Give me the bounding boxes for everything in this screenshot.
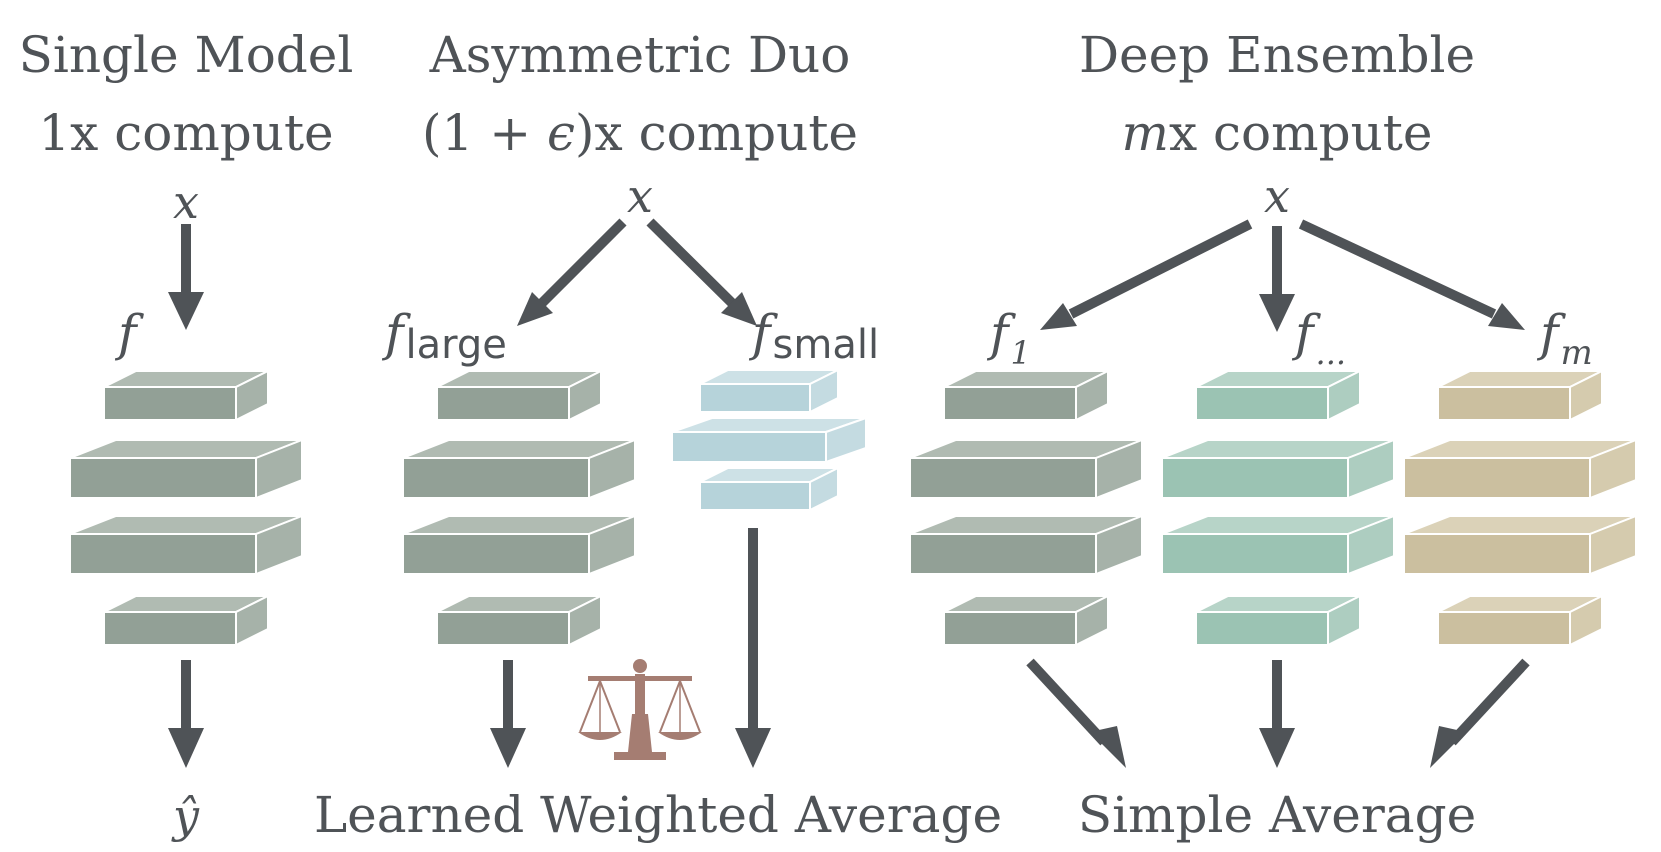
ens1-layer-2 [909, 438, 1143, 500]
ens3-layer-4 [1437, 594, 1603, 647]
ensemble-output-arrow-1 [1026, 658, 1108, 746]
single-model-header: Single Model 1x compute [19, 26, 354, 162]
large-layer-4 [436, 594, 602, 647]
ensemble-output-arrowhead-3 [1430, 726, 1466, 768]
ensemble-input-x: x [1264, 169, 1290, 223]
ens2-layer-4 [1195, 594, 1361, 647]
single-model-title: Single Model [19, 26, 354, 84]
ens3-layer-2 [1403, 438, 1637, 500]
ensemble-arrow-1 [1068, 219, 1253, 319]
single-compute-factor: 1 [38, 104, 70, 162]
single-input-x: x [173, 175, 199, 229]
large-model-stack [402, 369, 636, 647]
ensemble-model-1-label: f1 [986, 304, 1031, 372]
asymmetric-duo-header: Asymmetric Duo (1 + ϵ)x compute [422, 26, 858, 162]
single-layer-2 [69, 438, 303, 500]
balance-scale-icon [578, 659, 702, 760]
ensemble-arrow-3 [1298, 219, 1497, 319]
duo-compute-epsilon: ϵ [547, 104, 575, 162]
single-input-arrowhead [168, 292, 204, 330]
ensemble-model-1-sub: 1 [1011, 334, 1031, 372]
small-layer-3 [699, 466, 839, 512]
ensemble-compute-suffix: x compute [1169, 104, 1433, 162]
ens2-layer-1 [1195, 369, 1361, 422]
single-layer-4 [103, 594, 269, 647]
ensemble-model-dots-stack [1161, 369, 1395, 647]
ensemble-arrowhead-2 [1259, 294, 1295, 332]
single-layer-1 [103, 369, 269, 422]
asymmetric-duo-compute: (1 + ϵ)x compute [422, 104, 858, 162]
small-output-arrowhead [735, 728, 771, 768]
ensemble-model-m-label: fm [1536, 304, 1593, 373]
ensemble-model-dots-label: f... [1291, 304, 1346, 372]
single-output-arrowhead [168, 728, 204, 768]
ens1-layer-1 [943, 369, 1109, 422]
small-model-stack [671, 368, 867, 512]
output-arrowheads [168, 726, 1466, 768]
ensemble-compute-factor: m [1122, 104, 1169, 162]
single-model-stack [69, 369, 303, 647]
large-layer-3 [402, 514, 636, 576]
large-model-sub: large [406, 322, 507, 368]
ensemble-output-arrowhead-2 [1259, 728, 1295, 768]
ensemble-output-arrow-3 [1448, 658, 1530, 746]
duo-large-arrow [536, 218, 627, 309]
single-model-compute: 1x compute [38, 104, 333, 162]
ensemble-model-1-stack [909, 369, 1143, 647]
duo-small-arrowhead [721, 292, 757, 326]
large-output-arrowhead [490, 728, 526, 768]
deep-ensemble-header: Deep Ensemble mx compute [1079, 26, 1475, 162]
ensemble-model-m-stack [1403, 369, 1637, 647]
ens3-layer-3 [1403, 514, 1637, 576]
large-model-label: flarge [381, 304, 507, 368]
ens2-layer-3 [1161, 514, 1395, 576]
small-model-sub: small [773, 322, 880, 368]
deep-ensemble-title: Deep Ensemble [1079, 26, 1475, 84]
ensemble-model-dots-sub: ... [1316, 334, 1347, 372]
ensemble-arrowhead-3 [1488, 303, 1525, 330]
ensemble-output-arrowhead-1 [1090, 726, 1126, 768]
duo-compute-prefix: (1 + [422, 104, 547, 162]
ensemble-arrowhead-1 [1040, 303, 1077, 330]
input-arrowheads [168, 292, 1525, 332]
large-layer-2 [402, 438, 636, 500]
ens2-layer-2 [1161, 438, 1395, 500]
small-layer-1 [699, 368, 839, 414]
duo-input-x: x [627, 169, 653, 223]
learned-weighted-average-label: Learned Weighted Average [314, 786, 1002, 844]
duo-small-arrow [646, 218, 738, 309]
deep-ensemble-compute: mx compute [1122, 104, 1433, 162]
duo-large-arrowhead [517, 292, 553, 326]
input-arrows [181, 218, 1497, 319]
small-model-label: fsmall [748, 304, 879, 368]
ensemble-model-m-sub: m [1561, 333, 1593, 373]
large-layer-1 [436, 369, 602, 422]
asymmetric-duo-title: Asymmetric Duo [429, 26, 851, 84]
single-compute-suffix: x compute [70, 104, 334, 162]
duo-compute-suffix: )x compute [575, 104, 858, 162]
ens3-layer-1 [1437, 369, 1603, 422]
small-layer-2 [671, 416, 867, 464]
single-model-label: f [114, 304, 144, 362]
output-arrows [181, 528, 1530, 746]
single-output-yhat: ŷ [171, 789, 200, 843]
single-layer-3 [69, 514, 303, 576]
simple-average-label: Simple Average [1078, 786, 1476, 844]
ens1-layer-3 [909, 514, 1143, 576]
ens1-layer-4 [943, 594, 1109, 647]
